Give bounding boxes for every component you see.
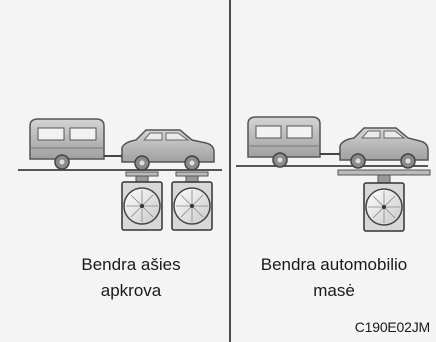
scale-whole-vehicle [337,169,431,232]
car [339,127,429,169]
caption-line: apkrova [100,281,162,300]
caption-axle-load: Bendra ašies apkrova [36,252,226,304]
figure-code: C190E02JM [354,319,430,335]
caption-line: Bendra automobilio [260,255,408,274]
left-illustration [18,118,222,231]
car [121,129,215,171]
caption-vehicle-mass: Bendra automobilio masė [232,252,436,304]
right-illustration [236,116,431,232]
scale-front-axle [121,171,163,231]
scale-rear-axle [171,171,213,231]
caravan-trailer [29,118,126,170]
caption-line: masė [313,281,355,300]
caption-line: Bendra ašies [81,255,181,274]
caravan-trailer [247,116,344,168]
